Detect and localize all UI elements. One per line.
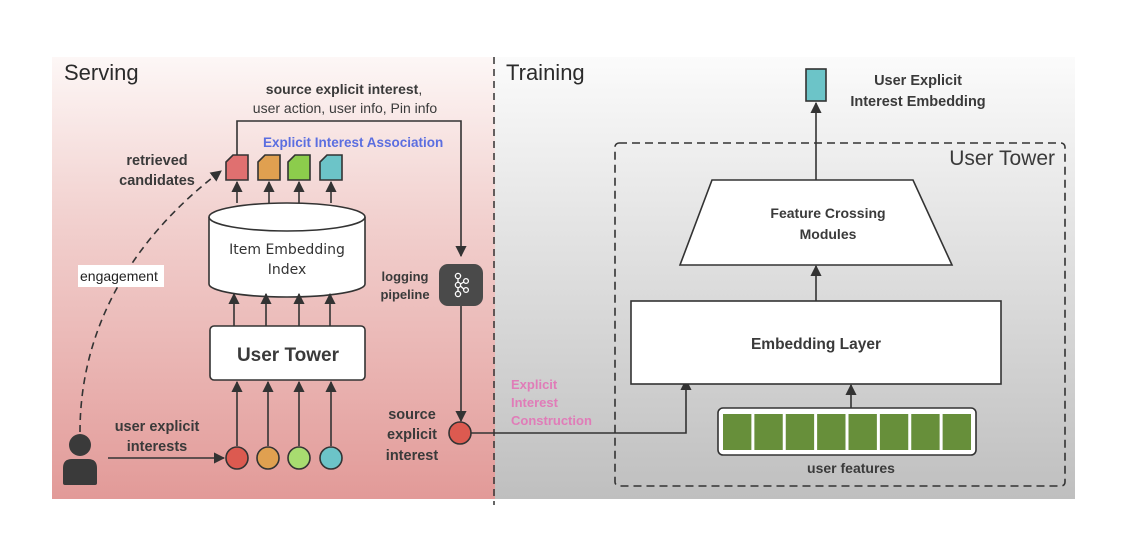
- retrieved-label-1: retrieved: [126, 153, 187, 169]
- user-interests-label-1: user explicit: [115, 419, 200, 435]
- tower-to-index-arrows: [228, 292, 336, 326]
- user-feature-cell: [785, 414, 815, 450]
- source-interest-circle: [448, 421, 472, 445]
- serving-user-tower: [209, 325, 366, 381]
- kafka-icon: [439, 264, 483, 306]
- output-label-2: Interest Embedding: [850, 94, 985, 110]
- engagement-label: engagement: [80, 268, 158, 284]
- candidate-card: [319, 154, 343, 181]
- user-interests-label-2: interests: [127, 439, 187, 455]
- training-title: Training: [506, 60, 585, 85]
- user-feature-cell: [723, 414, 752, 450]
- user-features-label: user features: [807, 460, 895, 476]
- user-icon: [63, 434, 97, 485]
- feature-crossing-label-1: Feature Crossing: [770, 205, 885, 221]
- svg-text:Interest: Interest: [511, 395, 559, 410]
- engagement-label-bg: [78, 265, 164, 287]
- interest-circle: [287, 446, 311, 470]
- logging-label-2: pipeline: [380, 287, 429, 302]
- candidate-card: [287, 154, 311, 181]
- construction-line: [471, 378, 692, 434]
- interest-circle: [319, 446, 343, 470]
- user-feature-cell: [754, 414, 783, 450]
- index-label-1: Item Embedding: [229, 242, 345, 258]
- index-to-candidates-arrows: [231, 180, 337, 203]
- construction-label: Explicit Interest Construction: [511, 377, 592, 428]
- interests-to-tower-arrows: [231, 380, 337, 446]
- source-interest-label: source explicit interest,: [266, 81, 422, 97]
- source-label-1: source: [388, 407, 436, 423]
- context-label: user action, user info, Pin info: [253, 100, 438, 116]
- svg-text:Construction: Construction: [511, 413, 592, 428]
- candidate-card: [225, 154, 249, 181]
- feature-crossing-modules: [678, 179, 954, 266]
- interest-circles: [225, 446, 343, 470]
- candidate-group: [225, 154, 343, 181]
- user-feature-cell: [817, 414, 846, 450]
- user-feature-cell: [911, 414, 940, 450]
- item-embedding-index: Item Embedding Index: [208, 202, 366, 298]
- output-label-1: User Explicit: [874, 73, 962, 89]
- embedding-layer-label: Embedding Layer: [751, 336, 881, 353]
- user-feature-cell: [879, 414, 909, 450]
- association-label: Explicit Interest Association: [263, 135, 443, 150]
- feedback-line: [236, 120, 467, 258]
- feature-crossing-label-2: Modules: [800, 226, 857, 242]
- training-user-tower: [614, 142, 1066, 487]
- interest-circle: [256, 446, 280, 470]
- user-feature-cell: [848, 414, 877, 450]
- source-label-3: interest: [386, 448, 439, 464]
- candidate-card: [257, 154, 281, 181]
- user-feature-cells: [723, 414, 971, 450]
- engagement-curve: [79, 170, 222, 433]
- serving-title: Serving: [64, 60, 139, 85]
- user-feature-cell: [942, 414, 971, 450]
- logging-label-1: logging: [382, 269, 429, 284]
- embedding-layer: [630, 300, 1002, 385]
- source-label-2: explicit: [387, 427, 437, 443]
- svg-text:Explicit: Explicit: [511, 377, 558, 392]
- index-label-2: Index: [268, 262, 307, 278]
- training-user-tower-title: User Tower: [949, 147, 1055, 170]
- output-embedding: [805, 68, 827, 102]
- serving-user-tower-label: User Tower: [237, 345, 340, 366]
- interest-circle: [225, 446, 249, 470]
- retrieved-label-2: candidates: [119, 173, 195, 189]
